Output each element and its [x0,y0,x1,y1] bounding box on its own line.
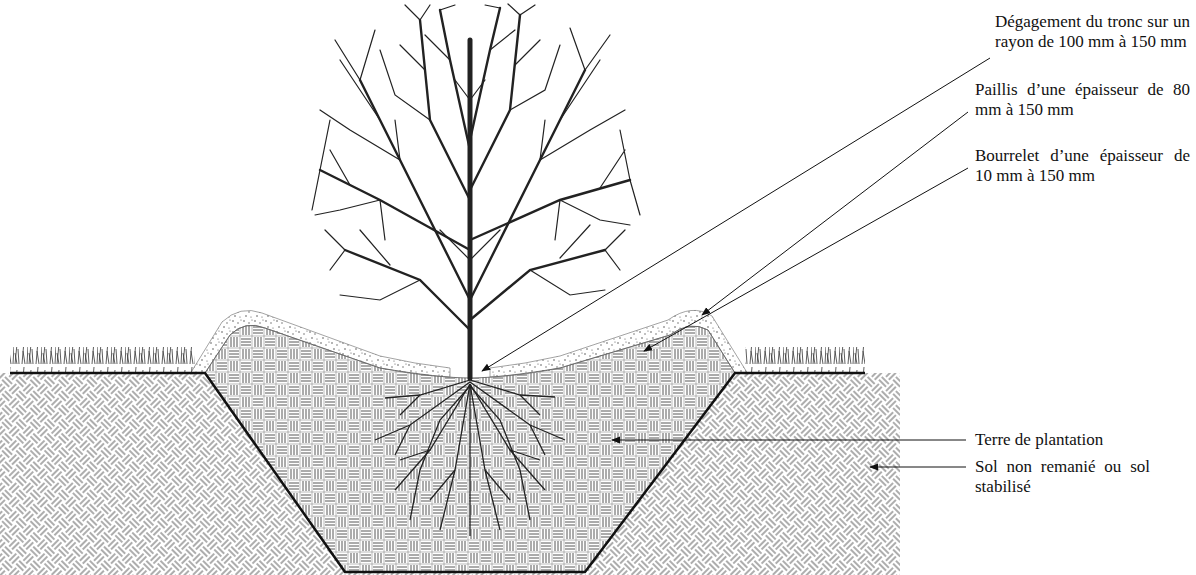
callout-label: Terre de plantation [975,430,1190,450]
callout-label: Dégagement du tronc sur un rayon de 100 … [995,12,1190,52]
ground-line [10,373,865,572]
leader-line [702,112,968,315]
leader-line [870,467,966,468]
leader-line [482,58,990,371]
grass [10,347,195,373]
callout-label: Bourrelet d’une épaisseur de 10 mm à 150… [975,146,1190,186]
leader-line [612,440,966,441]
leader-lines [482,58,990,467]
tree-roots [375,380,565,536]
leader-line [644,168,968,351]
callout-label: Paillis d’une épaisseur de 80 mm à 150 m… [975,80,1190,120]
tree-crown [312,4,640,378]
grass [745,347,865,373]
mulch [190,310,450,377]
callout-label: Sol non remanié ou sol stabilisé [975,457,1150,497]
mulch [490,310,748,377]
